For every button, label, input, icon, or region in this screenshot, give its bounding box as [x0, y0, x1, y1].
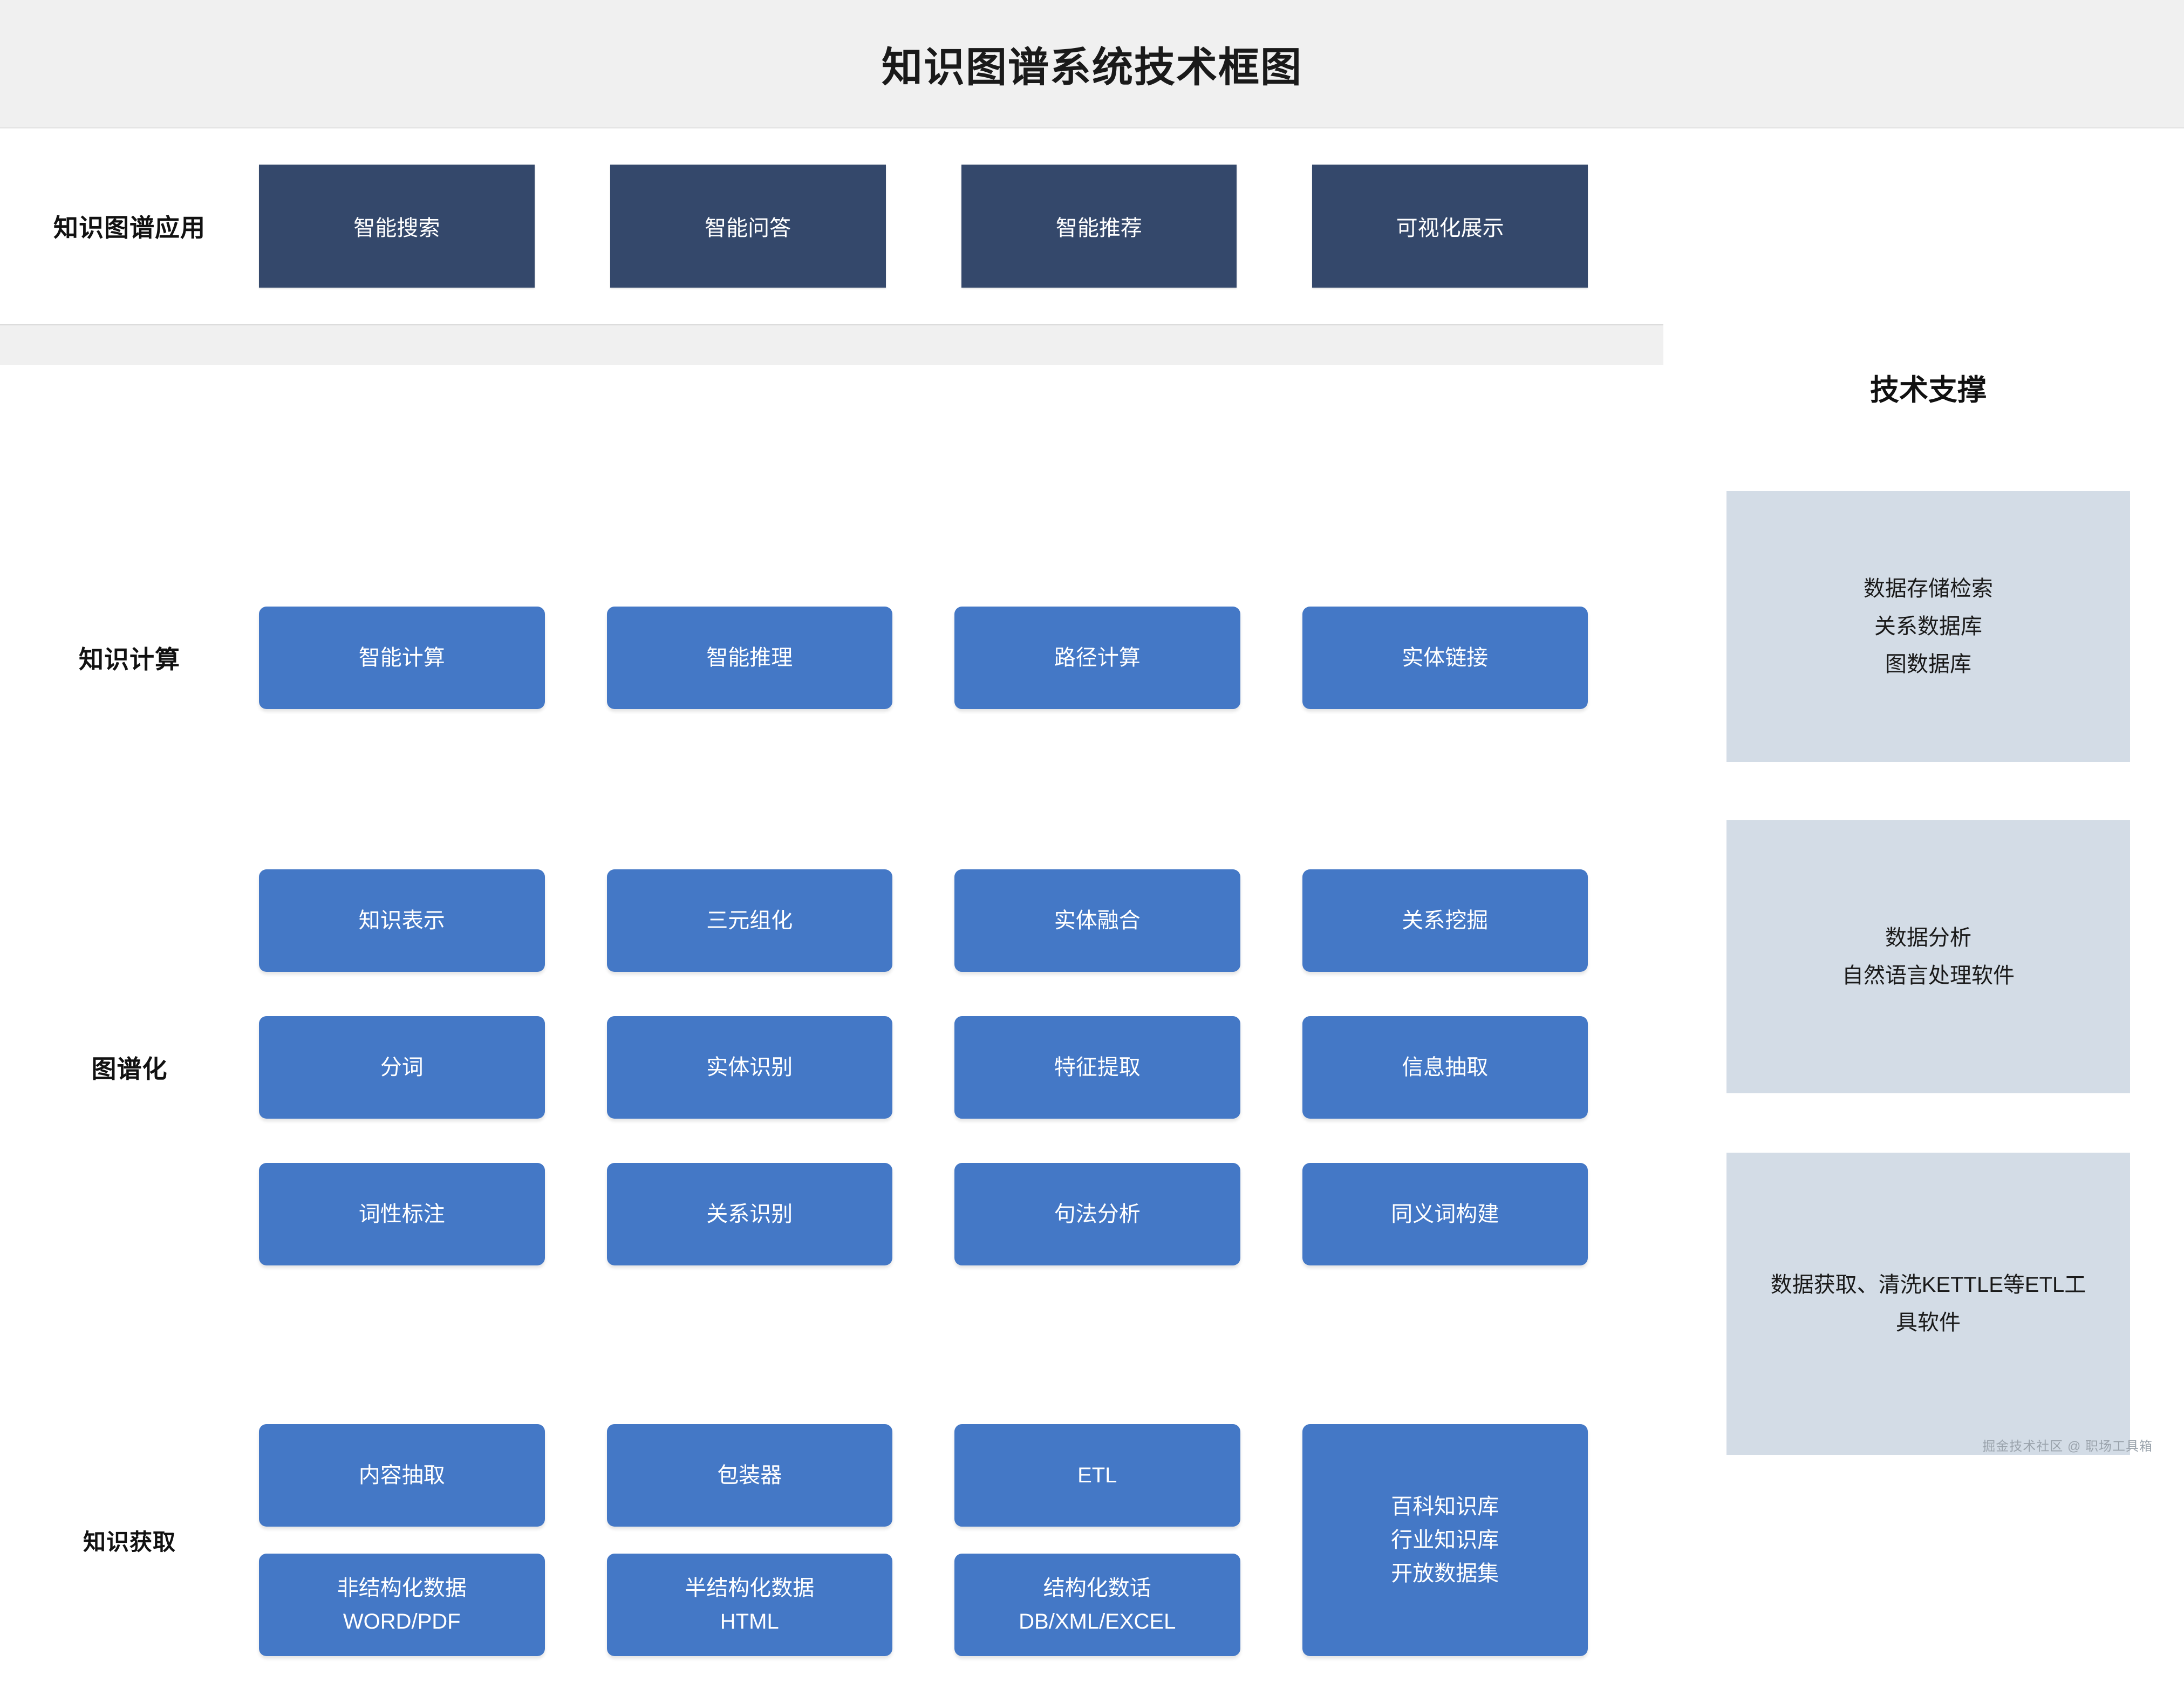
- node-triple-construction[interactable]: 三元组化: [606, 869, 892, 972]
- node-etl[interactable]: ETL: [954, 1424, 1240, 1527]
- app-box-visualization[interactable]: 可视化展示: [1312, 165, 1588, 288]
- section-label-applications: 知识图谱应用: [53, 214, 206, 242]
- node-entity-linking[interactable]: 实体链接: [1302, 607, 1588, 709]
- node-unstructured-data[interactable]: 非结构化数据 WORD/PDF: [259, 1554, 545, 1656]
- support-card-storage-line-1: 数据存储检索: [1864, 577, 1993, 601]
- acquisition-body: 内容抽取 包装器 ETL 百科知识库 行业知识库 开放数据集 非结构化数据 WO…: [259, 1378, 1663, 1702]
- support-card-storage[interactable]: 数据存储检索 关系数据库 图数据库: [1726, 491, 2130, 762]
- node-information-extraction[interactable]: 信息抽取: [1302, 1016, 1588, 1119]
- app-box-smart-recommend[interactable]: 智能推荐: [961, 165, 1237, 288]
- knowledge-sources-line-3: 开放数据集: [1391, 1562, 1499, 1585]
- knowledge-sources-line-2: 行业知识库: [1391, 1528, 1499, 1552]
- support-card-etl-line-1: 数据获取、清洗KETTLE等ETL工: [1770, 1273, 2086, 1297]
- section-label-knowledge-computation: 知识计算: [79, 645, 180, 673]
- graph-body: 知识表示 三元组化 实体融合 关系挖掘 分词 实体识别 特征提取 信息抽取 词性…: [259, 798, 1663, 1337]
- section-label-knowledge-acquisition: 知识获取: [83, 1529, 176, 1555]
- app-box-smart-qa[interactable]: 智能问答: [610, 165, 886, 288]
- section-knowledge-acquisition: 知识获取 内容抽取 包装器 ETL 百科知识库 行业知识库 开放数据集 非结构化…: [0, 1378, 1663, 1702]
- structured-data-line-2: DB/XML/EXCEL: [1019, 1610, 1176, 1633]
- computation-grid: 智能计算 智能推理 路径计算 实体链接: [259, 560, 1663, 755]
- acquisition-grid: 内容抽取 包装器 ETL 百科知识库 行业知识库 开放数据集 非结构化数据 WO…: [259, 1378, 1663, 1702]
- node-wrapper[interactable]: 包装器: [606, 1424, 892, 1527]
- node-relation-mining[interactable]: 关系挖掘: [1302, 869, 1588, 972]
- support-panel: 技术支撑 数据存储检索 关系数据库 图数据库 数据分析 自然语言处理软件 数据获…: [1673, 128, 2184, 1470]
- unstructured-data-line-2: WORD/PDF: [343, 1610, 461, 1633]
- computation-body: 智能计算 智能推理 路径计算 实体链接: [259, 560, 1663, 755]
- node-smart-reasoning[interactable]: 智能推理: [606, 607, 892, 709]
- node-structured-data[interactable]: 结构化数话 DB/XML/EXCEL: [954, 1554, 1240, 1656]
- unstructured-data-line-1: 非结构化数据: [337, 1576, 467, 1600]
- node-semistructured-data[interactable]: 半结构化数据 HTML: [606, 1554, 892, 1656]
- semistructured-data-line-1: 半结构化数据: [685, 1576, 815, 1600]
- node-content-extraction[interactable]: 内容抽取: [259, 1424, 545, 1527]
- node-feature-extraction[interactable]: 特征提取: [954, 1016, 1240, 1119]
- node-synonym-construction[interactable]: 同义词构建: [1302, 1163, 1588, 1265]
- knowledge-sources-line-1: 百科知识库: [1391, 1495, 1499, 1519]
- node-word-segmentation[interactable]: 分词: [259, 1016, 545, 1119]
- node-entity-recognition[interactable]: 实体识别: [606, 1016, 892, 1119]
- support-card-etl[interactable]: 数据获取、清洗KETTLE等ETL工 具软件: [1726, 1153, 2130, 1455]
- section-label-graph-construction: 图谱化: [91, 1055, 168, 1083]
- graph-rows: 知识表示 三元组化 实体融合 关系挖掘 分词 实体识别 特征提取 信息抽取 词性…: [259, 798, 1663, 1337]
- section-graph-construction: 图谱化 知识表示 三元组化 实体融合 关系挖掘 分词 实体识别 特征提取 信息抽…: [0, 798, 1663, 1337]
- node-path-computation[interactable]: 路径计算: [954, 607, 1240, 709]
- support-panel-title: 技术支撑: [1870, 374, 1987, 406]
- support-card-etl-line-2: 具软件: [1896, 1311, 1961, 1335]
- section-applications: 知识图谱应用 智能搜索 智能问答 智能推荐 可视化展示: [0, 128, 1663, 324]
- semistructured-data-line-2: HTML: [720, 1610, 779, 1633]
- support-card-analysis[interactable]: 数据分析 自然语言处理软件: [1726, 820, 2130, 1093]
- support-card-storage-line-2: 关系数据库: [1874, 615, 1982, 638]
- node-knowledge-sources[interactable]: 百科知识库 行业知识库 开放数据集: [1302, 1424, 1588, 1656]
- node-entity-fusion[interactable]: 实体融合: [954, 869, 1240, 972]
- node-relation-recognition[interactable]: 关系识别: [606, 1163, 892, 1265]
- diagram-root: 知识图谱系统技术框图 知识图谱应用 智能搜索 智能问答 智能推荐 可视化展示 知…: [0, 0, 2184, 1656]
- graph-row-3: 词性标注 关系识别 句法分析 同义词构建: [259, 1163, 1663, 1265]
- page-header: 知识图谱系统技术框图: [0, 0, 2184, 128]
- node-smart-computation[interactable]: 智能计算: [259, 607, 545, 709]
- structured-data-line-1: 结构化数话: [1043, 1576, 1151, 1600]
- node-pos-tagging[interactable]: 词性标注: [259, 1163, 545, 1265]
- support-card-storage-line-3: 图数据库: [1885, 652, 1971, 676]
- node-knowledge-representation[interactable]: 知识表示: [259, 869, 545, 972]
- node-syntax-analysis[interactable]: 句法分析: [954, 1163, 1240, 1265]
- applications-body: 智能搜索 智能问答 智能推荐 可视化展示: [259, 128, 1663, 324]
- support-card-analysis-line-2: 自然语言处理软件: [1842, 964, 2015, 988]
- support-card-analysis-line-1: 数据分析: [1885, 926, 1971, 950]
- app-box-smart-search[interactable]: 智能搜索: [259, 165, 535, 288]
- section-knowledge-computation: 知识计算 智能计算 智能推理 路径计算 实体链接: [0, 560, 1663, 755]
- watermark: 掘金技术社区 @ 职场工具箱: [1982, 1439, 2153, 1454]
- graph-row-2: 分词 实体识别 特征提取 信息抽取: [259, 1016, 1663, 1119]
- applications-grid: 智能搜索 智能问答 智能推荐 可视化展示: [259, 128, 1663, 324]
- page-title: 知识图谱系统技术框图: [882, 45, 1302, 91]
- graph-row-1: 知识表示 三元组化 实体融合 关系挖掘: [259, 869, 1663, 972]
- section-divider-1: [0, 324, 1663, 365]
